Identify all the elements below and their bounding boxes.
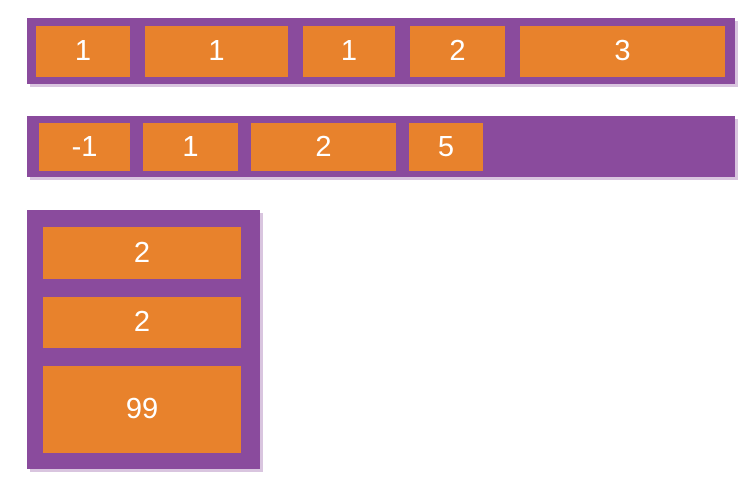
flex-container-column-1: 2 2 99 <box>27 210 260 469</box>
flex-item: 1 <box>145 26 288 77</box>
flex-item: 2 <box>410 26 505 77</box>
flex-container-row-1: 1 1 1 2 3 <box>27 18 735 84</box>
flex-item: 2 <box>43 227 241 279</box>
flex-item: 1 <box>303 26 395 77</box>
flex-item: 2 <box>43 297 241 348</box>
flex-item: 2 <box>251 123 396 171</box>
flex-item: 3 <box>520 26 725 77</box>
flex-item: 99 <box>43 366 241 453</box>
flex-item: 5 <box>409 123 483 171</box>
flex-item: -1 <box>39 123 130 171</box>
flex-container-row-2: -1 1 2 5 <box>27 116 735 177</box>
flex-item: 1 <box>143 123 238 171</box>
flex-item: 1 <box>36 26 130 77</box>
